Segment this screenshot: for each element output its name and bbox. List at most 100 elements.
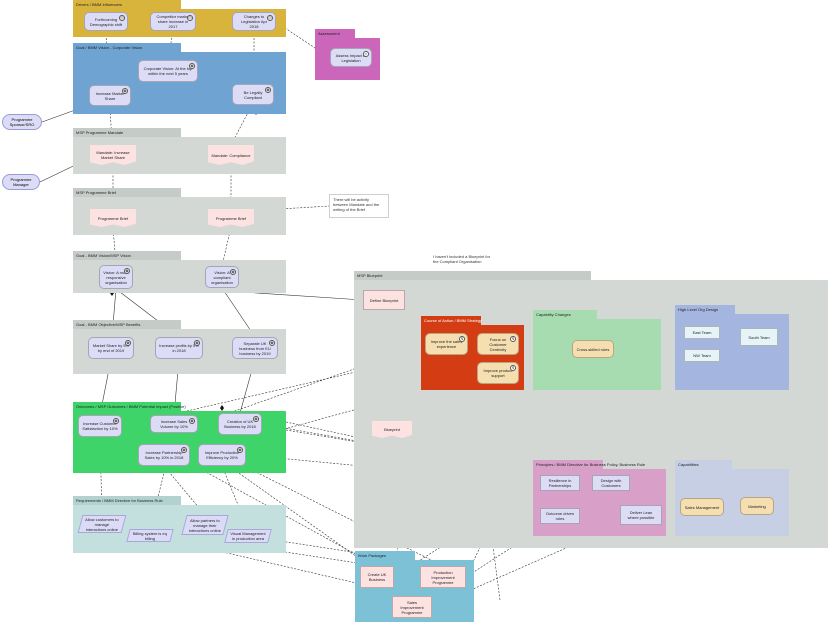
mandate-label: Mandate: Increase Market Share <box>96 150 130 160</box>
driver-node[interactable]: Changes to Legislation Apr 2018◎ <box>232 12 276 31</box>
target-icon: ◉ <box>124 268 130 274</box>
target-icon: ◉ <box>122 88 128 94</box>
mandate-doc[interactable]: Mandate: Compliance <box>208 145 254 165</box>
benefit-label: Market Share by 5% by end of 2019 <box>92 343 130 353</box>
requirement-node[interactable]: Visual Management in production area <box>224 529 272 543</box>
actor-node[interactable]: Programme Manager <box>2 174 40 190</box>
team-node[interactable]: South Team <box>740 328 778 346</box>
group-title: Course of Action / BMM Strategy <box>421 316 482 325</box>
group-title: Goal - BMM Objective/MSP Benefits <box>73 320 181 329</box>
target-icon: ◉ <box>237 447 243 453</box>
target-icon: ◉ <box>189 418 195 424</box>
relationship-line <box>221 287 256 338</box>
benefit-label: Separate UK business from EU business by… <box>239 340 271 356</box>
goal-node[interactable]: Be Legally Compliant◉ <box>232 84 274 105</box>
group-title: MSP Blueprint <box>354 271 591 280</box>
group-title: High Level Org Design <box>675 305 735 314</box>
target-icon: ◉ <box>230 269 236 275</box>
target-icon: ◉ <box>194 340 200 346</box>
outcome-node[interactable]: Improve Productive Efficiency by 20%◉ <box>198 444 246 466</box>
brief-label: Programme Brief <box>215 215 247 221</box>
requirement-node[interactable]: Allow customers to manage interactions o… <box>77 515 127 533</box>
goal-node[interactable]: Corporate Vision: At the top within the … <box>138 60 198 82</box>
principle-node[interactable]: Deliver Lean where possible <box>620 505 662 525</box>
vision-node[interactable]: Vision: A more responsive organisation◉ <box>99 265 133 289</box>
group-title: Requirements / BMM Directive for Busines… <box>73 496 181 505</box>
actor-label: Programme Sponsor/SRO <box>9 117 35 127</box>
target-icon: ◉ <box>265 87 271 93</box>
capability-node[interactable]: Marketing <box>740 497 774 515</box>
capability-node[interactable]: Sales Management <box>680 498 724 516</box>
benefit-node[interactable]: Separate UK business from EU business by… <box>232 337 278 359</box>
target-icon: ◉ <box>189 63 195 69</box>
group-title: MSP Programme Mandate <box>73 128 181 137</box>
requirement-node[interactable]: Billing system is eq billing <box>126 529 174 542</box>
outcome-label: Creation of UK Business by 2018 <box>224 419 256 429</box>
driver-node[interactable]: Competitor market share increase in 2017… <box>150 12 196 31</box>
group-title: MSP Programme Brief <box>73 188 181 197</box>
driver-icon: ◎ <box>267 15 273 21</box>
lightning-icon: ↯ <box>510 365 516 371</box>
brief-label: Programme Brief <box>97 215 129 221</box>
target-icon: ◉ <box>125 340 131 346</box>
actor-node[interactable]: Programme Sponsor/SRO <box>2 114 42 130</box>
course-of-action-node[interactable]: Improve the sales experience↯ <box>425 333 468 355</box>
outcome-node[interactable]: Increase Sales Volume by 10%◉ <box>150 415 198 433</box>
principle-node[interactable]: Outcome driven roles <box>540 508 580 524</box>
capability-change-node[interactable]: Cross-skilled roles <box>572 340 614 358</box>
outcome-label: Increase Customer Satisfaction by 10% <box>82 421 118 431</box>
note-text: I haven't included a Blueprint for the C… <box>433 254 491 264</box>
course-of-action-node[interactable]: Focus on Customer Centricity↯ <box>477 333 519 355</box>
outcome-label: Improve Productive Efficiency by 20% <box>204 450 240 460</box>
vision-label: Vision: A more responsive organisation <box>103 269 129 285</box>
relationship-line <box>285 421 681 508</box>
vision-node[interactable]: Vision: A compliant organisation◉ <box>205 266 239 288</box>
goal-node[interactable]: Increase Market Share◉ <box>89 85 131 106</box>
group-title: Work Packages <box>355 551 415 560</box>
team-label: East Team <box>692 330 712 335</box>
requirement-node[interactable]: Allow partners to manage their interacti… <box>181 515 229 535</box>
driver-label: Changes to Legislation Apr 2018 <box>240 14 268 29</box>
goal-label: Corporate Vision: At the top within the … <box>143 66 193 76</box>
note: I haven't included a Blueprint for the C… <box>430 252 498 271</box>
course-of-action-node[interactable]: Improve product support↯ <box>477 362 519 384</box>
principle-label: Design with Customers <box>600 478 622 488</box>
define-blueprint-label: Define Blueprint <box>369 297 399 303</box>
target-icon: ◉ <box>269 340 275 346</box>
principle-node[interactable]: Design with Customers <box>592 475 630 491</box>
define-blueprint-node[interactable]: Define Blueprint <box>363 290 405 310</box>
work-package-node[interactable]: Create UK Business <box>360 566 394 588</box>
requirement-label: Allow partners to manage their interacti… <box>188 517 222 533</box>
mandate-doc[interactable]: Mandate: Increase Market Share <box>90 145 136 165</box>
actor-label: Programme Manager <box>10 177 32 187</box>
team-label: South Team <box>748 334 770 340</box>
outcome-node[interactable]: Increase Customer Satisfaction by 10%◉ <box>78 415 122 437</box>
principle-node[interactable]: Resilience in Partnerships <box>540 475 580 491</box>
brief-doc[interactable]: Programme Brief <box>208 209 254 227</box>
group-title: Drivers / BMM Influencers <box>73 0 181 9</box>
driver-label: Competitor market share increase in 2017 <box>156 14 190 29</box>
driver-node[interactable]: Forthcoming Demographic shift◎ <box>84 12 128 31</box>
work-package-node[interactable]: Production Improvement Programme <box>420 566 466 588</box>
benefit-node[interactable]: Market Share by 5% by end of 2019◉ <box>88 337 134 359</box>
group-title: Capabilities <box>675 460 732 469</box>
brief-doc[interactable]: Programme Brief <box>90 209 136 227</box>
work-package-node[interactable]: Sales Improvement Programme <box>392 596 432 618</box>
outcome-label: Increase Sales Volume by 10% <box>160 419 188 429</box>
outcome-node[interactable]: Creation of UK Business by 2018◉ <box>218 413 262 435</box>
assessment-node[interactable]: Assess Impact of Legislation⌕ <box>330 48 372 67</box>
blueprint-doc[interactable]: Blueprint <box>372 421 412 438</box>
outcome-node[interactable]: Increase Partnership Sales by 10% in 201… <box>138 444 190 466</box>
requirement-label: Allow customers to manage interactions o… <box>85 516 119 532</box>
lightning-icon: ↯ <box>510 336 516 342</box>
benefit-label: Increase profits by 5% in 2018 <box>159 343 199 353</box>
team-label: NW Team <box>693 353 711 358</box>
benefit-node[interactable]: Increase profits by 5% in 2018◉ <box>155 337 203 359</box>
team-node[interactable]: NW Team <box>684 349 720 362</box>
goal-label: Be Legally Compliant <box>243 89 263 100</box>
course-of-action-label: Focus on Customer Centricity <box>489 336 507 352</box>
team-node[interactable]: East Team <box>684 326 720 339</box>
outcome-label: Increase Partnership Sales by 10% in 201… <box>144 450 184 460</box>
relationship-line <box>99 436 103 516</box>
capability-label: Marketing <box>748 503 766 509</box>
